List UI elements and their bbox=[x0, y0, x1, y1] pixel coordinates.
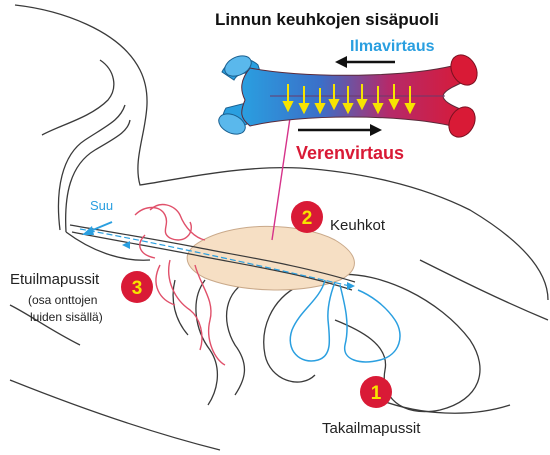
marker-2-number: 2 bbox=[302, 208, 313, 229]
inset-connector-line bbox=[271, 117, 291, 241]
marker-1: 1 bbox=[360, 376, 392, 408]
anterior-air-sacs-sublabel-1: (osa onttojen bbox=[28, 293, 98, 307]
mouth-label: Suu bbox=[90, 198, 114, 213]
lungs-label: Keuhkot bbox=[330, 217, 386, 234]
posterior-air-sacs-label: Takailmapussit bbox=[322, 420, 421, 437]
airflow-label: Ilmavirtaus bbox=[350, 38, 435, 55]
anterior-air-sacs bbox=[134, 203, 226, 366]
airflow-direction-arrow bbox=[335, 56, 395, 68]
marker-1-number: 1 bbox=[371, 383, 382, 404]
posterior-air-sac-outlines bbox=[172, 273, 481, 413]
marker-2: 2 bbox=[291, 201, 323, 233]
marker-3: 3 bbox=[121, 271, 153, 303]
mouth-arrow bbox=[82, 221, 113, 235]
anterior-air-sacs-sublabel-2: luiden sisällä) bbox=[30, 310, 103, 324]
anterior-air-sacs-label: Etuilmapussit bbox=[10, 271, 100, 288]
trachea bbox=[69, 224, 356, 291]
lung-shape bbox=[186, 225, 355, 291]
marker-3-number: 3 bbox=[132, 278, 143, 299]
lung-interior-inset bbox=[218, 54, 478, 138]
bloodflow-direction-arrow bbox=[298, 124, 382, 136]
trachea-airflow-arrows bbox=[122, 241, 355, 290]
posterior-air-sacs-blue bbox=[289, 279, 401, 363]
bird-body-outline bbox=[9, 4, 549, 451]
diagram-title: Linnun keuhkojen sisäpuoli bbox=[215, 10, 439, 29]
bloodflow-label: Verenvirtaus bbox=[296, 143, 405, 163]
